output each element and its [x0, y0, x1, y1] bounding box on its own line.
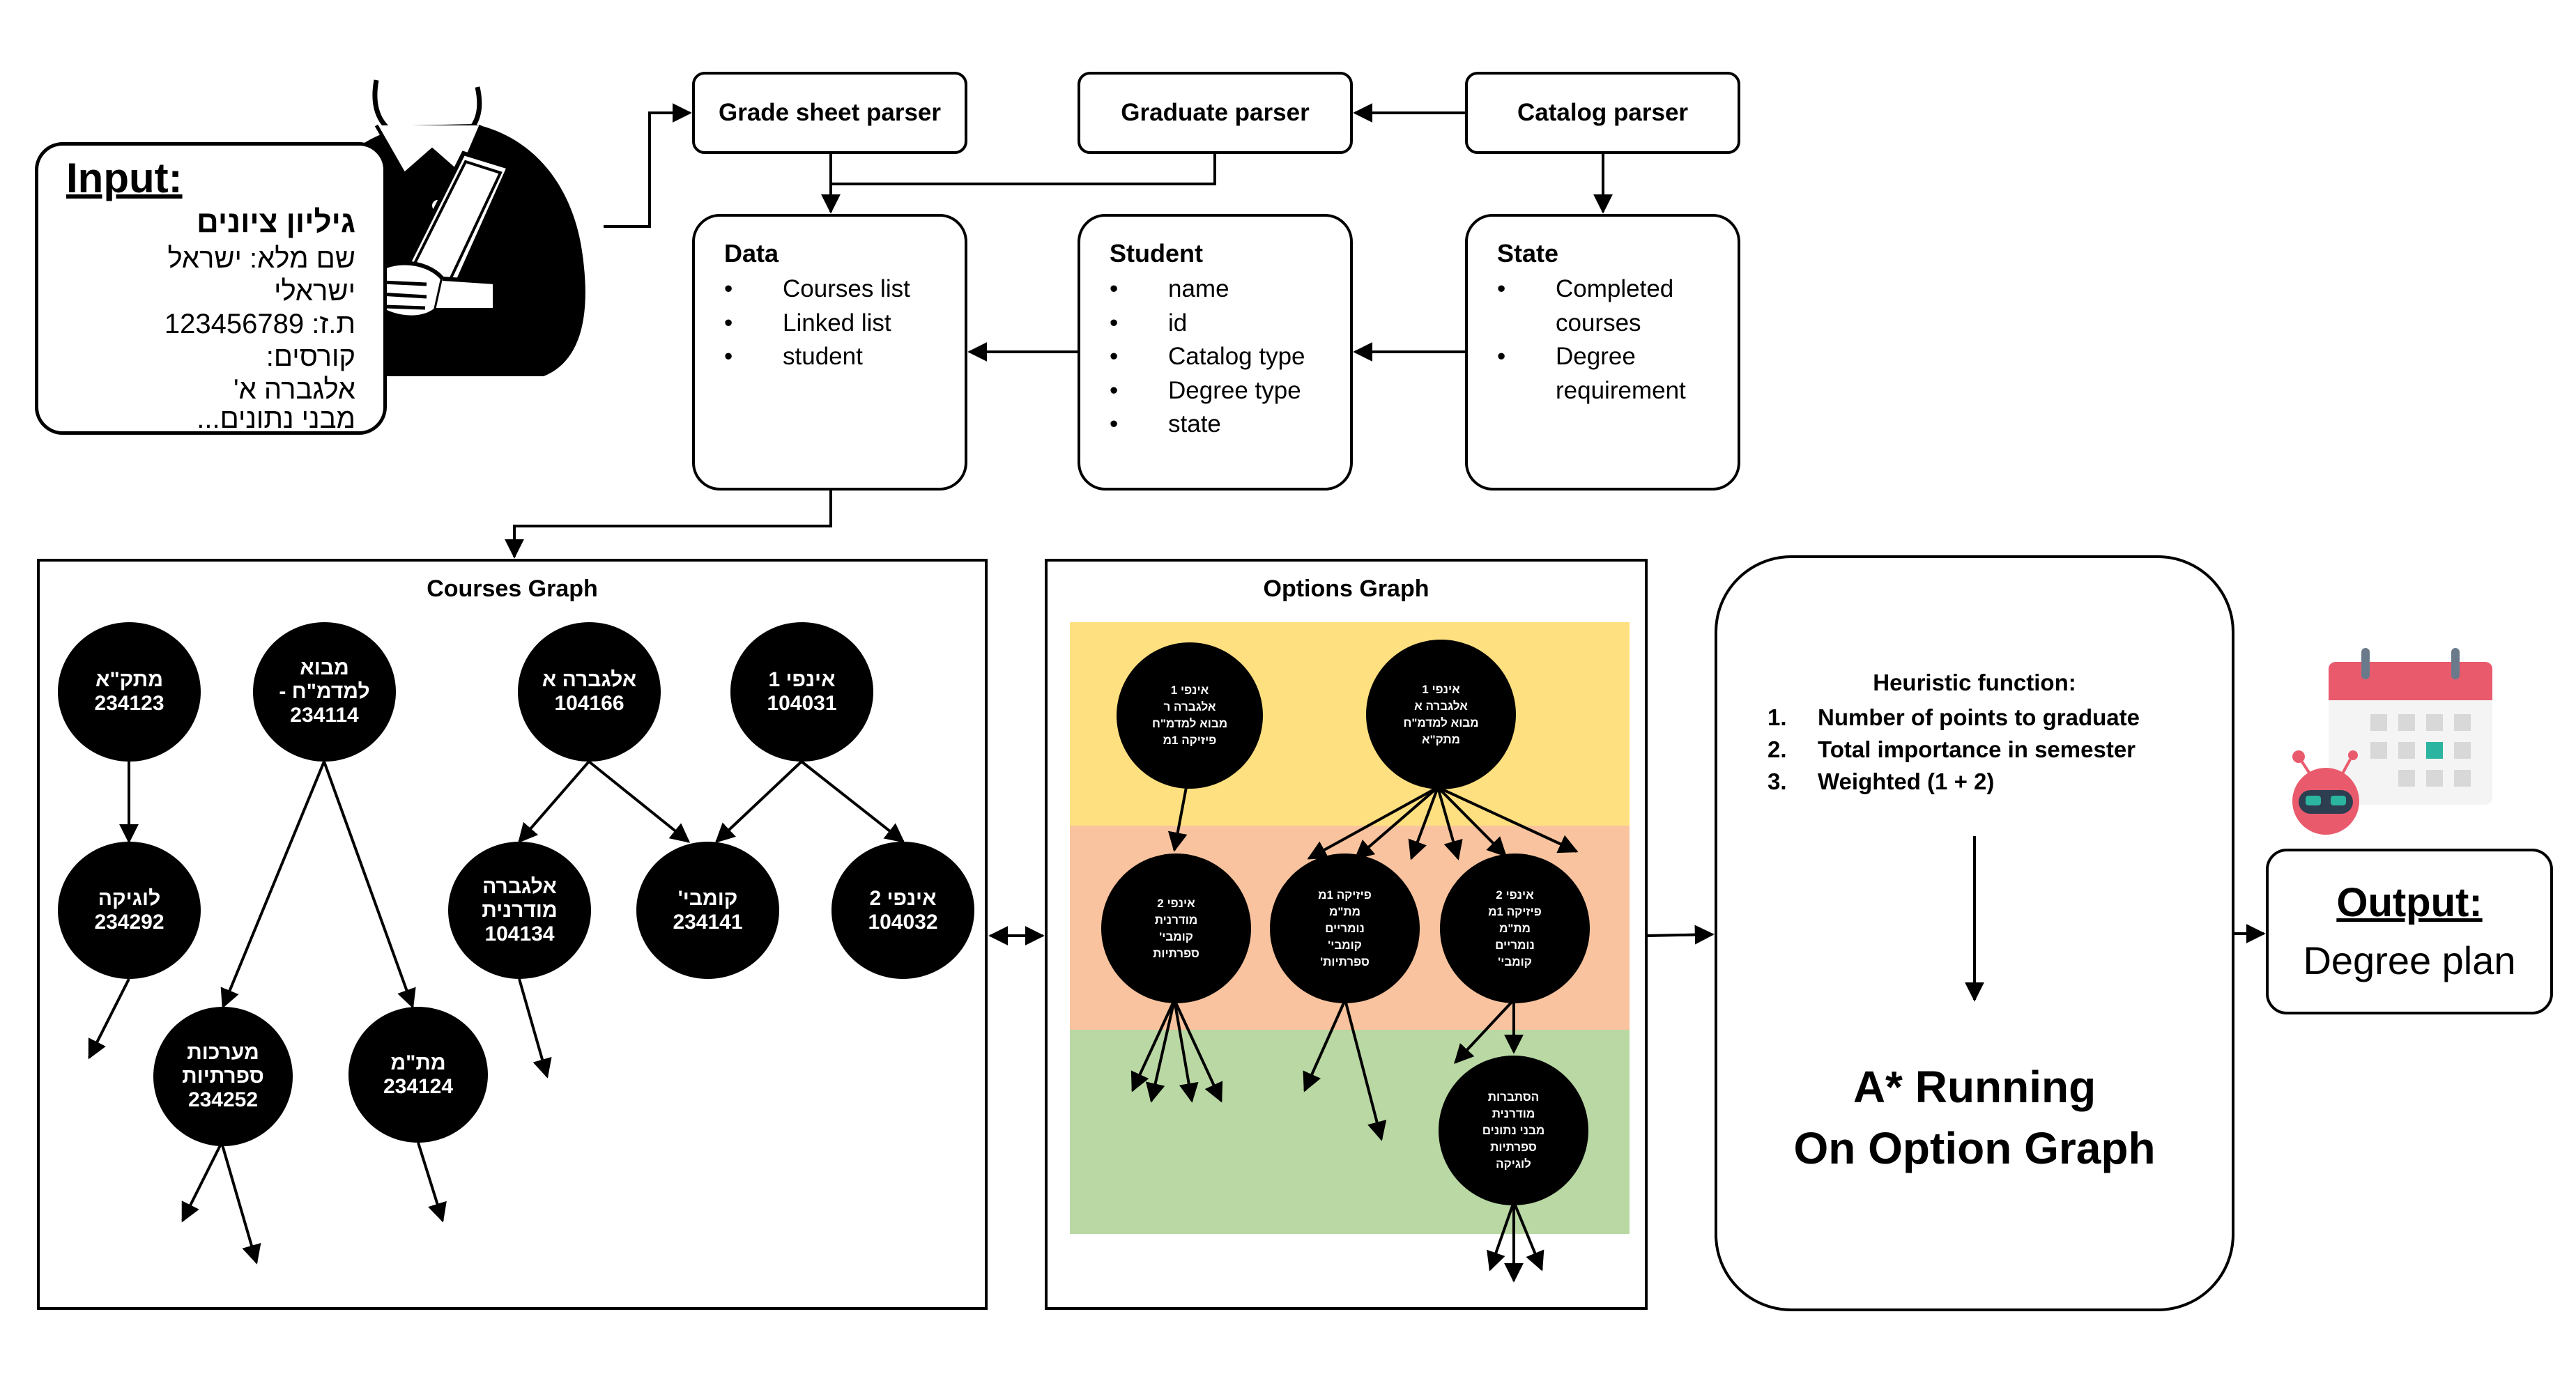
- input-box: Input: גיליון ציונים שם מלא: ישראל ישראל…: [35, 142, 387, 435]
- graduate-parser-box: Graduate parser: [1078, 72, 1353, 154]
- output-value: Degree plan: [2303, 939, 2516, 982]
- arrow-graduate-parser-to-data: [831, 154, 1216, 185]
- edge: [1437, 786, 1579, 854]
- state-class-title: State: [1497, 239, 1559, 268]
- edge: [323, 761, 416, 1009]
- grade-sheet-parser-box: Grade sheet parser: [692, 72, 967, 154]
- edge: [1167, 787, 1188, 852]
- courses-graph-title: Courses Graph: [427, 576, 598, 602]
- data-class-title: Data: [724, 239, 779, 268]
- input-line: קורסים:: [266, 341, 355, 372]
- astar-title-line1: A* Running: [1853, 1062, 2096, 1112]
- edge: [1173, 999, 1223, 1103]
- course-node: קומבי'234141: [636, 842, 779, 979]
- input-label: Input:: [66, 155, 183, 201]
- data-class-item: Courses list: [724, 272, 910, 307]
- state-class-item: Degree requirement: [1497, 340, 1720, 408]
- edge: [518, 760, 590, 844]
- edge: [1307, 786, 1439, 860]
- edge: [1130, 999, 1176, 1092]
- edge: [1408, 787, 1439, 860]
- input-line: אלגברה א': [233, 374, 355, 405]
- edge: [1354, 786, 1439, 860]
- student-class-item: Degree type: [1110, 374, 1305, 408]
- input-line: מבני נתונים...: [197, 403, 355, 434]
- edge: [1173, 999, 1199, 1103]
- student-class-title: Student: [1110, 239, 1203, 268]
- catalog-parser-box: Catalog parser: [1465, 72, 1740, 154]
- input-line: שם מלא: ישראל: [167, 243, 355, 274]
- edge: [1436, 786, 1507, 857]
- heuristic-num: 3.: [1768, 769, 1787, 794]
- heuristic-num: 1.: [1768, 704, 1787, 730]
- calendar-icon: [2329, 648, 2492, 805]
- student-class-item: Catalog type: [1110, 340, 1305, 374]
- edge: [417, 1142, 447, 1223]
- arrow-input-to-grade-parser: [604, 103, 692, 228]
- heuristic-num: 2.: [1768, 736, 1787, 762]
- edge: [1145, 999, 1176, 1103]
- input-line: ת.ז: 123456789: [164, 309, 355, 339]
- edge: [1344, 999, 1387, 1141]
- edge: [588, 760, 691, 843]
- edge: [181, 1142, 223, 1223]
- heuristic-item: Total importance in semester: [1818, 736, 2136, 762]
- output-box: Output: Degree plan: [2266, 849, 2553, 1014]
- input-title: גיליון ציונים: [197, 205, 355, 239]
- input-line: ישראלי: [274, 276, 355, 307]
- options-graph-title: Options Graph: [1263, 576, 1429, 602]
- data-class-box: Data Courses list Linked list student: [692, 214, 967, 491]
- edge: [714, 760, 803, 843]
- arrow-data-to-courses-graph: [505, 491, 832, 559]
- output-label: Output:: [2336, 880, 2483, 925]
- robot-icon: [2292, 750, 2359, 835]
- student-class-item: state: [1110, 408, 1305, 442]
- astar-title-line2: On Option Graph: [1793, 1123, 2156, 1173]
- astar-title: A* Running On Option Graph: [1717, 1056, 2232, 1179]
- state-class-item: Completed courses: [1497, 272, 1720, 340]
- student-class-item: name: [1110, 272, 1305, 307]
- heuristic-title: Heuristic function:: [1873, 670, 2076, 695]
- edge: [1454, 998, 1515, 1065]
- student-class-box: Student name id Catalog type Degree type…: [1078, 214, 1353, 491]
- arrow-options-to-astar: [1647, 925, 1715, 945]
- heuristic-list: 1. Number of points to graduate 2. Total i…: [1768, 702, 2140, 798]
- edge: [518, 978, 552, 1079]
- heuristic-item: Weighted (1 + 2): [1818, 769, 1995, 794]
- edge: [1487, 1201, 1515, 1272]
- student-class-item: id: [1110, 307, 1305, 341]
- data-class-item: Linked list: [724, 307, 910, 341]
- state-class-box: State Completed courses Degree requireme…: [1465, 214, 1740, 491]
- edge: [1303, 999, 1347, 1092]
- edge: [1512, 1201, 1544, 1272]
- edge: [1436, 787, 1463, 860]
- edge: [220, 761, 325, 1009]
- edge: [800, 760, 905, 843]
- edge: [88, 978, 130, 1060]
- course-node: מבוא למדמ"ח -234114: [253, 622, 396, 762]
- data-class-item: student: [724, 340, 910, 374]
- heuristic-item: Number of points to graduate: [1818, 704, 2140, 730]
- edge: [220, 1142, 261, 1265]
